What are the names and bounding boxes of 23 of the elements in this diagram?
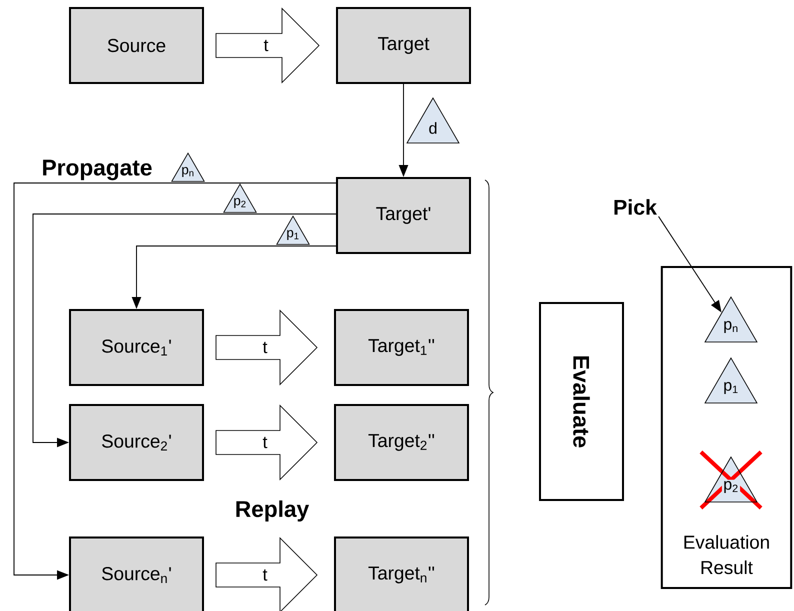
edge-label: t bbox=[262, 342, 268, 354]
process-box: Target$_{n}$'' bbox=[334, 536, 469, 611]
section-heading: Propagate bbox=[43, 160, 152, 180]
section-heading: Replay bbox=[236, 500, 310, 522]
process-box: Target bbox=[336, 7, 471, 84]
block-arrow bbox=[216, 404, 318, 480]
block-arrow bbox=[216, 537, 318, 611]
process-box: Source$_{2}$' bbox=[69, 404, 204, 481]
edge-label: t bbox=[262, 436, 268, 448]
process-box: Target$_{1}$'' bbox=[334, 309, 469, 386]
arrow bbox=[14, 182, 336, 580]
block-arrow bbox=[216, 310, 318, 386]
evaluate-box: Evaluate bbox=[539, 302, 624, 501]
edge-label: t bbox=[262, 569, 268, 581]
process-box: Source$_{1}$' bbox=[69, 309, 204, 386]
process-box: Target$_{2}$'' bbox=[334, 404, 469, 481]
pick-label: Pick bbox=[614, 199, 657, 215]
block-arrow bbox=[216, 8, 320, 84]
process-box: Source$_{n}$' bbox=[69, 536, 204, 611]
process-box: Source bbox=[69, 7, 204, 84]
edge-label: t bbox=[264, 40, 268, 52]
arrow bbox=[32, 214, 336, 448]
process-box: Target' bbox=[336, 177, 471, 254]
